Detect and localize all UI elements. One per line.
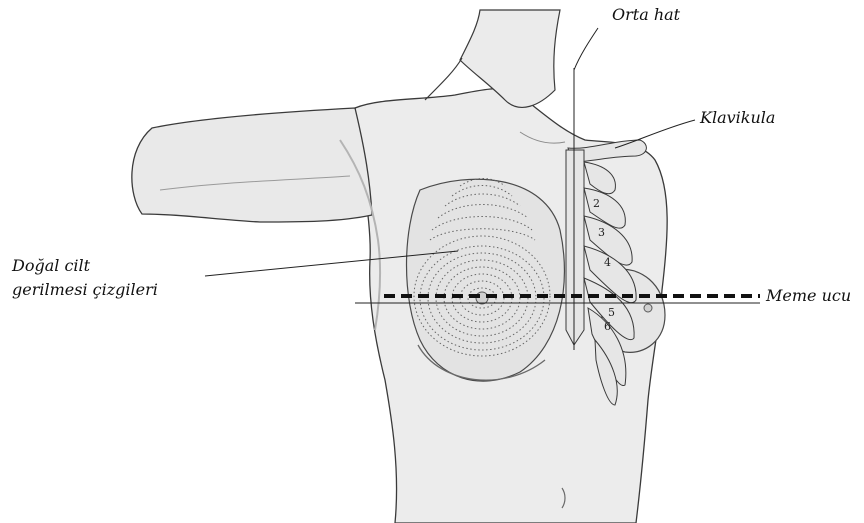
skin-tension-label-line1: Doğal cilt bbox=[12, 256, 90, 276]
rib-number-3: 3 bbox=[598, 226, 605, 239]
midline-leader bbox=[574, 28, 598, 70]
rib-number-4: 4 bbox=[604, 256, 611, 269]
clavicle-leader bbox=[615, 120, 695, 148]
sternum bbox=[566, 150, 584, 345]
skin-tension-label-line2: gerilmesi çizgileri bbox=[12, 280, 158, 300]
nipple-label: Meme ucu bbox=[766, 286, 851, 306]
rib-number-2: 2 bbox=[593, 197, 600, 210]
nipple-right bbox=[644, 304, 652, 312]
clavicle-label: Klavikula bbox=[700, 108, 775, 128]
rib-number-5: 5 bbox=[608, 306, 615, 319]
neck-shadow bbox=[425, 58, 462, 100]
midline-label: Orta hat bbox=[612, 5, 680, 25]
raised-arm bbox=[132, 108, 372, 222]
rib-number-6: 6 bbox=[604, 320, 611, 333]
